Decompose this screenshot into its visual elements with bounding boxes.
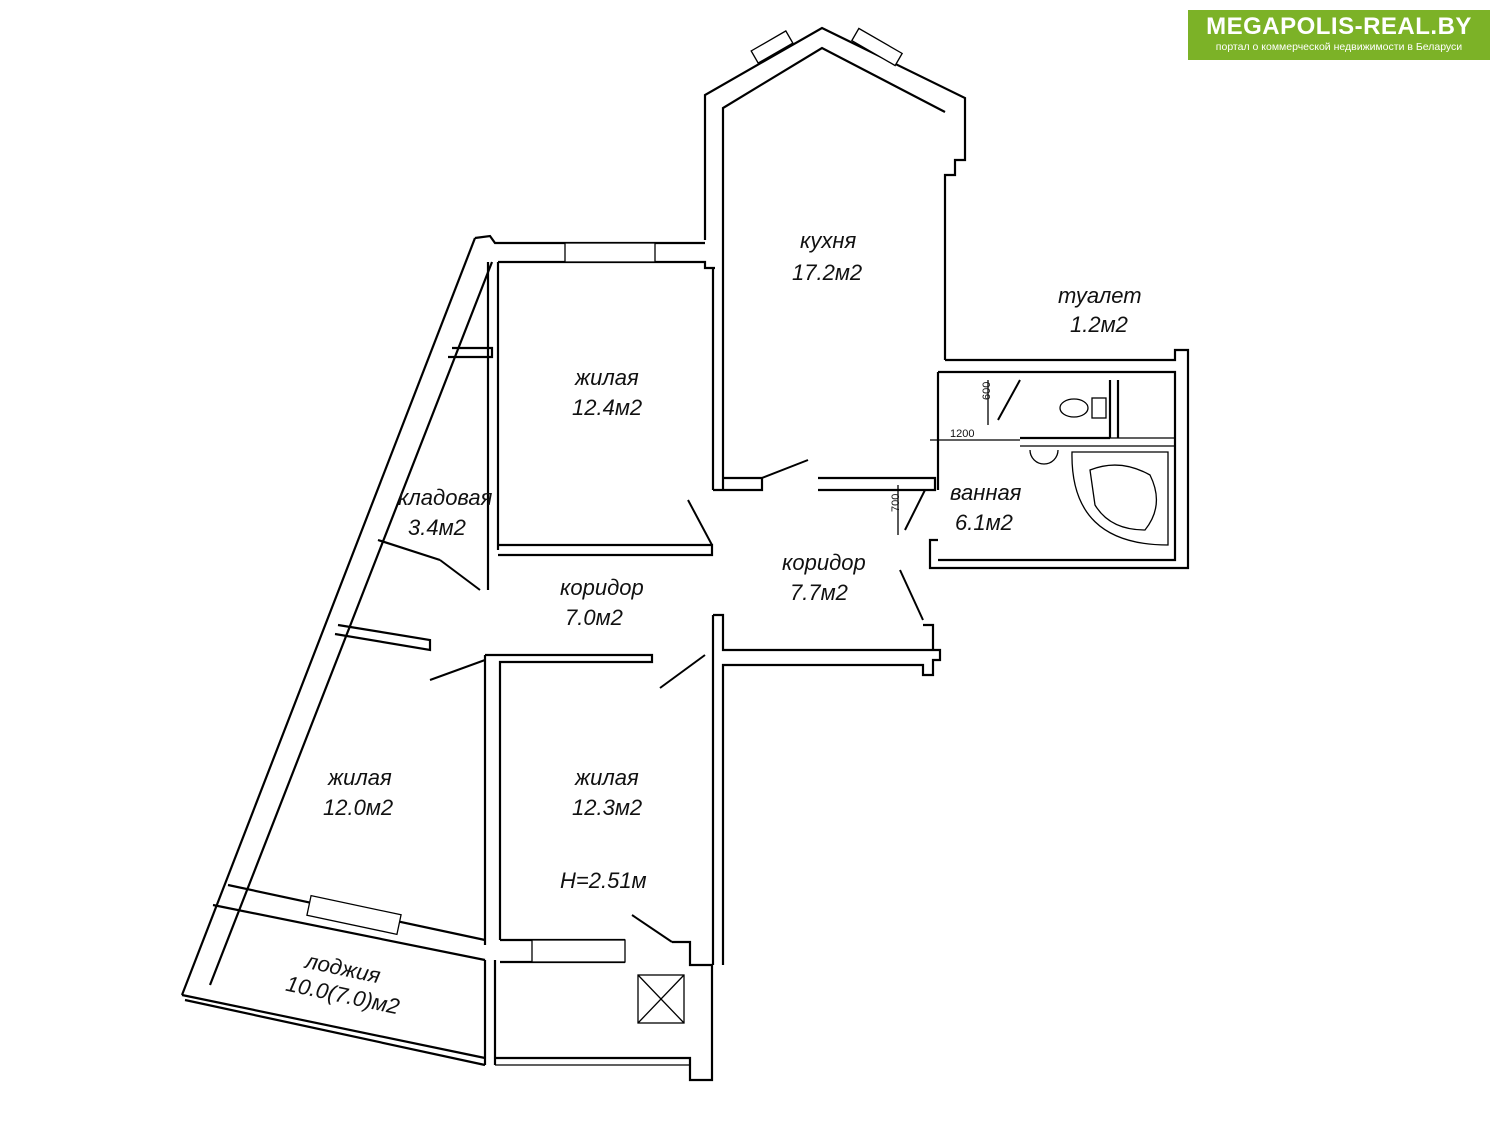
logo-title: MEGAPOLIS-REAL.BY xyxy=(1206,13,1472,40)
dimension-600: 600 xyxy=(981,382,993,400)
corridor-walls xyxy=(334,569,942,965)
logo-subtitle: портал о коммерческой недвижимости в Бел… xyxy=(1215,41,1463,53)
dimension-marks xyxy=(897,380,1020,535)
toilet-fixture xyxy=(1059,397,1107,419)
ceiling-height: Н=2.51м xyxy=(560,868,647,893)
living1-area: 12.4м2 xyxy=(572,395,642,420)
dimension-700: 700 xyxy=(890,494,902,512)
kitchen-walls xyxy=(703,26,967,465)
outer-walls xyxy=(180,234,715,996)
storage-walls xyxy=(377,346,494,591)
kitchen-area: 17.2м2 xyxy=(792,260,862,285)
loggia-walls xyxy=(181,883,714,1082)
toilet-name: туалет xyxy=(1058,283,1142,308)
corridor2-area: 7.7м2 xyxy=(790,580,848,605)
living2-name: жилая xyxy=(327,765,392,790)
living3-walls xyxy=(500,914,713,1024)
living1-name: жилая xyxy=(574,365,639,390)
bath-walls xyxy=(904,348,1190,570)
toilet-area: 1.2м2 xyxy=(1070,312,1128,337)
living2-area: 12.0м2 xyxy=(323,795,393,820)
living3-name: жилая xyxy=(574,765,639,790)
storage-name: кладовая xyxy=(398,485,493,510)
bathtub-fixture xyxy=(1071,451,1169,546)
sink-fixture xyxy=(1029,449,1059,465)
living3-area: 12.3м2 xyxy=(572,795,642,820)
storage-area: 3.4м2 xyxy=(408,515,466,540)
living1-walls xyxy=(498,268,937,557)
corridor1-name: коридор xyxy=(560,575,644,600)
bath-area: 6.1м2 xyxy=(955,510,1013,535)
dimension-1200: 1200 xyxy=(950,428,974,440)
kitchen-name: кухня xyxy=(800,228,856,253)
site-logo[interactable]: MEGAPOLIS-REAL.BY портал о коммерческой … xyxy=(1188,10,1490,60)
corridor1-area: 7.0м2 xyxy=(565,605,623,630)
corridor2-name: коридор xyxy=(782,550,866,575)
bath-name: ванная xyxy=(950,480,1022,505)
